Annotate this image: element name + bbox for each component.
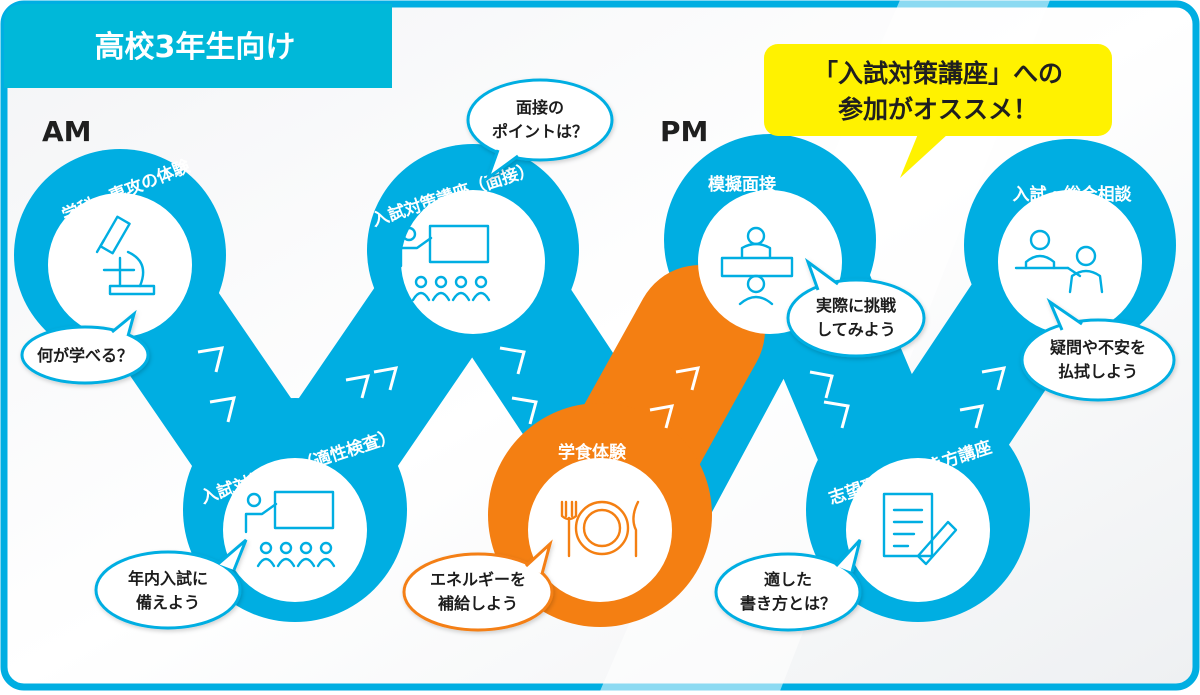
microscope-icon	[95, 215, 156, 296]
chevron-icon	[675, 366, 701, 391]
bubble-text: してみよう	[816, 320, 896, 339]
speech-bubble-consult: 疑問や不安を 払拭しよう	[1020, 297, 1176, 402]
speech-bubble-interview-course: 面接の ポイントは？	[466, 78, 614, 183]
interview-icon	[720, 226, 794, 306]
speech-bubble-mock-interview: 実際に挑戦 してみよう	[786, 257, 926, 358]
callout-line-1: 「入試対策講座」への	[813, 59, 1063, 88]
bubble-text: 補給しよう	[437, 594, 518, 613]
header-label: 高校3年生向け	[95, 30, 296, 65]
chevron-icon	[649, 404, 675, 429]
chevron-icon	[499, 346, 526, 375]
am-label: AM	[42, 115, 92, 148]
speech-bubble-dept: 何が学べる？	[20, 309, 150, 385]
chevron-icon	[209, 396, 237, 423]
chevron-icon	[197, 346, 225, 373]
bubble-text: 払拭しよう	[1058, 362, 1138, 381]
bubble-text: 実際に挑戦	[816, 296, 897, 315]
chevron-icon	[511, 396, 538, 425]
bubble-text: 適した	[764, 570, 812, 589]
chevron-icon	[809, 370, 834, 399]
chevron-icon	[373, 366, 399, 391]
speech-bubble-motivation: 適した 書き方とは？	[714, 538, 862, 632]
speech-bubble-aptitude: 年内入試に 備えよう	[94, 538, 248, 630]
chevron-icon	[959, 404, 985, 429]
bubble-text: 疑問や不安を	[1050, 338, 1146, 357]
callout-line-2: 参加がオススメ！	[838, 95, 1038, 124]
bubble-text: 備えよう	[136, 593, 200, 612]
recommendation-callout: 「入試対策講座」への 参加がオススメ！	[764, 44, 1112, 178]
bubble-text: 書き方とは？	[740, 594, 836, 613]
bubble-text: エネルギーを	[430, 570, 526, 589]
chevron-icon	[345, 374, 371, 399]
lecture-icon	[244, 490, 336, 568]
chevron-arrows	[197, 346, 1007, 429]
lecture-icon	[399, 224, 491, 302]
header-tab: 高校3年生向け	[4, 4, 392, 88]
station-title-cafeteria: 学食体験	[558, 442, 627, 463]
chevron-icon	[823, 400, 850, 429]
station-title-mock-interview: 模擬面接	[708, 174, 776, 195]
bubble-text: 面接の	[516, 98, 564, 117]
consultation-icon	[1014, 229, 1104, 294]
chevron-icon	[981, 366, 1007, 391]
document-pen-icon	[882, 492, 958, 566]
bubble-text: ポイントは？	[492, 122, 588, 141]
bubble-text: 何が学べる？	[37, 346, 133, 365]
bubble-text: 年内入試に	[128, 569, 208, 588]
pm-label: PM	[660, 115, 708, 148]
speech-bubble-cafeteria: エネルギーを 補給しよう	[402, 539, 554, 632]
dining-icon	[560, 500, 640, 558]
station-title-consult: 入試・総合相談	[1013, 184, 1133, 205]
